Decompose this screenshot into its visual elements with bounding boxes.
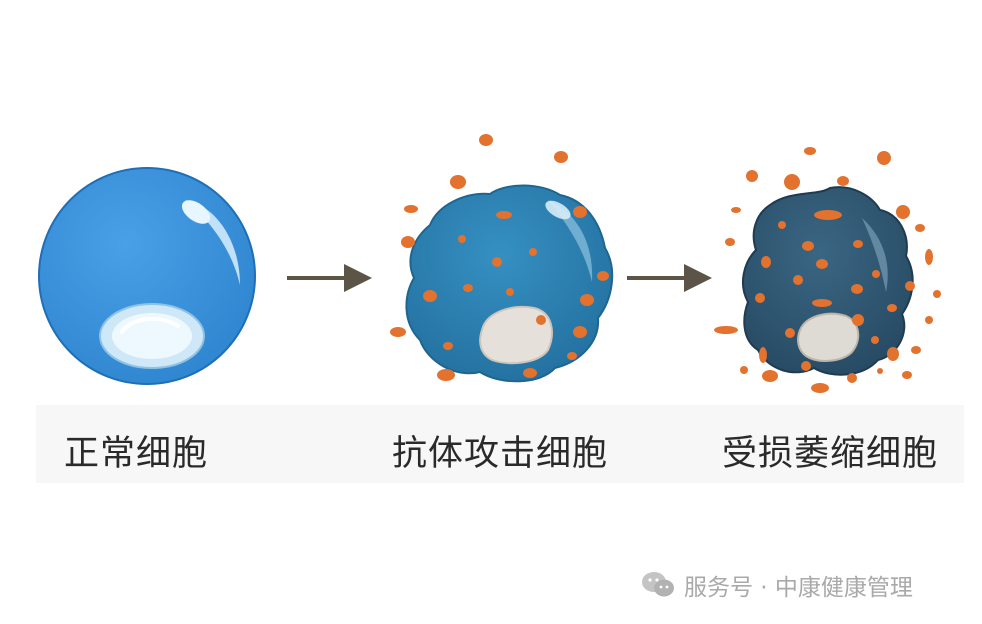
antibody-attacked-cell-icon: [390, 134, 614, 383]
stage-label-damaged-cell: 受损萎缩细胞: [722, 434, 939, 474]
watermark: 服务号 · 中康健康管理: [640, 568, 913, 602]
watermark-text: 服务号 · 中康健康管理: [684, 575, 913, 601]
labels-band: [36, 405, 964, 483]
damaged-shrunken-cell-icon: [714, 147, 941, 393]
stage-label-attacked-cell: 抗体攻击细胞: [392, 434, 609, 474]
arrow-2-icon: [627, 264, 712, 292]
stage-label-normal-cell: 正常细胞: [64, 434, 209, 474]
wechat-icon: [642, 572, 674, 597]
arrow-1-icon: [287, 264, 372, 292]
normal-cell-icon: [38, 167, 256, 385]
